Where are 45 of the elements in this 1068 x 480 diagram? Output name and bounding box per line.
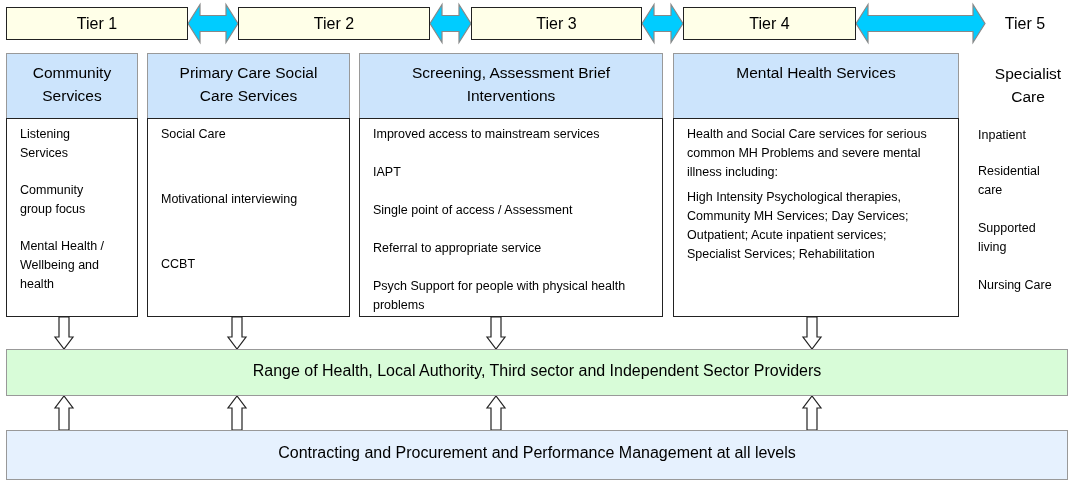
service-list-box [673,118,959,317]
double-arrow [855,2,986,45]
tier-box: Tier 2 [238,7,430,40]
list-item-text: IAPT [373,164,402,181]
list-item-text: Improved access to mainstream services [373,126,601,143]
block-arrow [226,395,248,431]
list-item-text: Single point of access / Assessment [373,202,574,219]
list-item-text: Residential care [978,163,1041,199]
list-item-text: Community group focus [20,182,87,218]
list-item-text: Health and Social Care services for serious common MH Problems and severe mental illness including: [687,126,928,181]
list-item-text: Psych Support for people with physical health problems [373,278,627,314]
service-list-box [147,118,350,317]
block-arrow [485,316,507,350]
block-arrow [53,316,75,350]
column-header: Community Services [6,53,138,119]
column-header: Primary Care Social Care Services [147,53,350,119]
column-header: Mental Health Services [673,53,959,119]
double-arrow [641,2,684,45]
list-item-text: CCBT [161,256,197,273]
tier-box: Tier 3 [471,7,642,40]
list-item-text: Social Care [161,126,227,143]
block-arrow [485,395,507,431]
list-item-text: Supported living [978,220,1037,256]
double-arrow [187,2,239,45]
block-arrow [801,395,823,431]
tier-box: Tier 1 [6,7,188,40]
list-item-text: Listening Services [20,126,72,162]
block-arrow [226,316,248,350]
list-item-text: Referral to appropriate service [373,240,543,257]
list-item-text: Motivational interviewing [161,191,299,208]
column-heading: Specialist Care [993,64,1063,107]
band-box: Range of Health, Local Authority, Third sector and Independent Sector Providers [6,349,1068,396]
list-item-text: Inpatient [978,127,1027,144]
list-item-text: Nursing Care [978,277,1053,294]
tier-label: Tier 5 [985,7,1065,40]
service-list-box [359,118,663,317]
column-header: Screening, Assessment Brief Interventions [359,53,663,119]
block-arrow [801,316,823,350]
list-item-text: Mental Health / Wellbeing and health [20,238,106,293]
band-box: Contracting and Procurement and Performance Management at all levels [6,430,1068,480]
tier-box: Tier 4 [683,7,856,40]
double-arrow [429,2,472,45]
service-list-box [6,118,138,317]
block-arrow [53,395,75,431]
list-item-text: High Intensity Psychological therapies, Community MH Services; Day Services; Outpatient; Acute inpatient services; Specialist Services; Rehabilitation [687,189,910,263]
